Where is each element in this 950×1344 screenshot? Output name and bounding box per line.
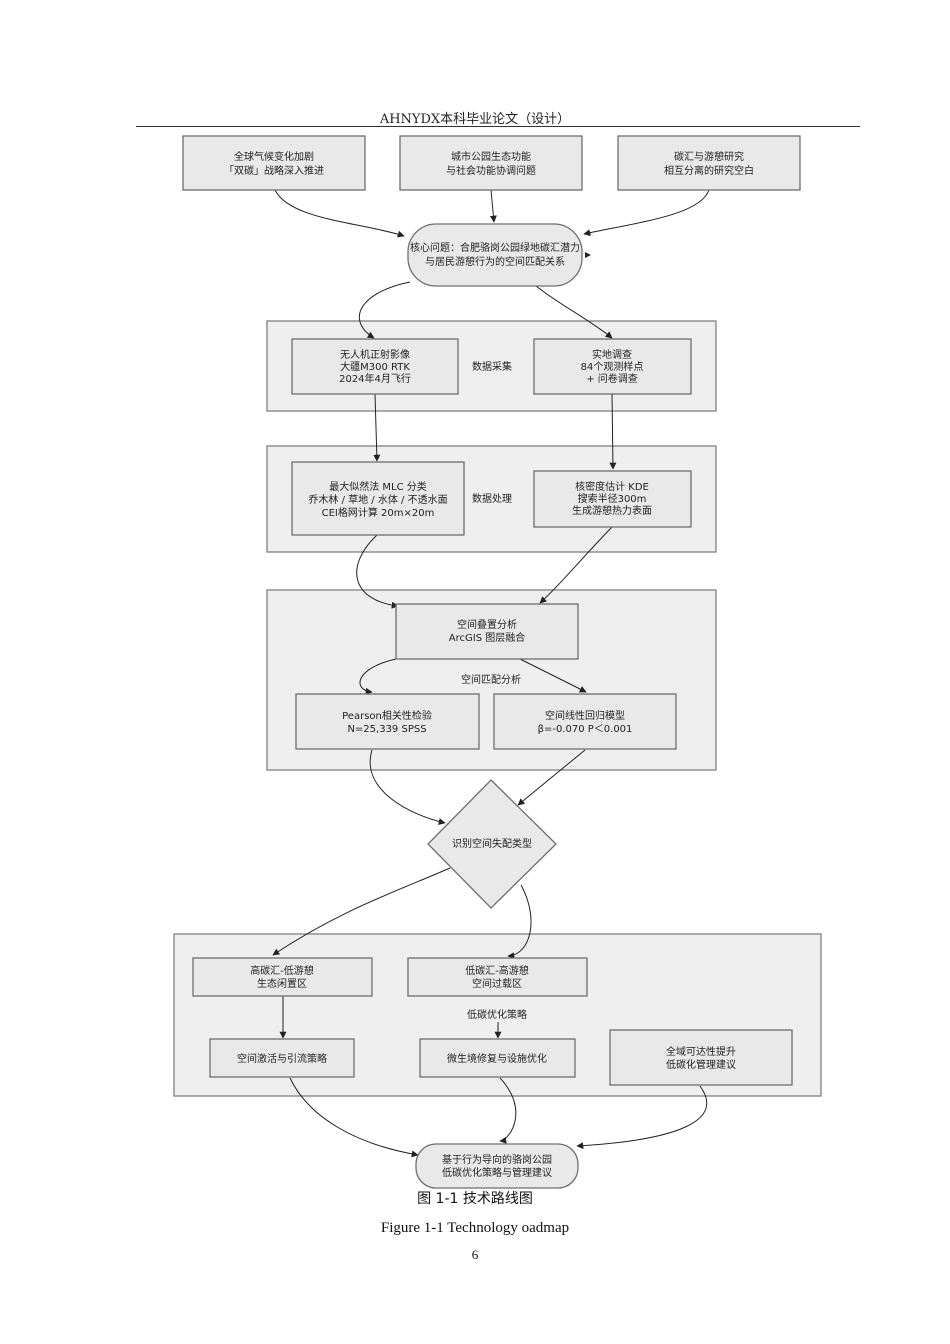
node-overlay-line2: ArcGIS 图层融合	[449, 631, 525, 644]
node-ctx3-line1: 碳汇与游憩研究	[674, 150, 744, 163]
node-global-line2: 低碳化管理建议	[666, 1058, 736, 1071]
node-uav-line2: 大疆M300 RTK	[340, 360, 410, 373]
node-highlow-line1: 高碳汇-低游憩	[250, 964, 314, 977]
node-ctx3-line2: 相互分离的研究空白	[664, 164, 754, 177]
node-uav-line1: 无人机正射影像	[340, 348, 410, 361]
edge-regress-decision	[517, 749, 586, 806]
node-kde	[533, 470, 692, 528]
panel-label-process: 数据处理	[472, 492, 512, 505]
node-ctx2-line2: 与社会功能协调问题	[446, 164, 536, 177]
node-spatial-overlay	[395, 603, 579, 660]
node-survey-line1: 实地调查	[592, 348, 632, 361]
page-number: 6	[471, 1247, 479, 1262]
edge-ctx3-core	[583, 189, 710, 237]
node-space-activation	[209, 1038, 355, 1078]
node-ctx1-line2: 「双碳」战略深入推进	[224, 164, 324, 177]
page-header: AHNYDX本科毕业论文（设计）	[379, 112, 571, 127]
node-core-question	[407, 223, 583, 287]
node-low-carbon-high-recreation	[407, 957, 588, 997]
node-final-line1: 基于行为导向的骆岗公园	[442, 1153, 552, 1166]
node-decision-diamond	[427, 779, 557, 909]
node-core-line2: 与居民游憩行为的空间匹配关系	[425, 255, 565, 268]
node-decision-label: 识别空间失配类型	[452, 837, 532, 850]
node-high-carbon-low-recreation	[192, 957, 373, 997]
node-mlc-classification	[291, 461, 465, 536]
node-mlc-line2: 乔木林 / 草地 / 水体 / 不透水面	[308, 493, 447, 506]
node-pearson-line1: Pearson相关性检验	[342, 709, 432, 722]
edge-pearson-decision	[369, 749, 446, 826]
node-uav-imagery	[291, 338, 459, 395]
edge-ctx1-core	[274, 189, 405, 238]
edge-global-final	[576, 1085, 708, 1150]
edge-kde-overlay	[539, 526, 613, 604]
node-kde-line2: 搜索半径300m	[578, 492, 647, 505]
node-field-survey	[533, 338, 692, 395]
node-ctx3	[617, 135, 801, 191]
edge-activate-final	[289, 1077, 419, 1158]
edge-mlc-overlay	[356, 534, 399, 609]
node-lowhigh-line1: 低碳汇-高游憩	[465, 964, 529, 977]
edge-overlay-regress	[519, 658, 587, 693]
node-ctx1	[182, 135, 366, 191]
edge-core-uav	[358, 281, 411, 339]
edge-decision-highlow	[272, 867, 451, 956]
edge-overlay-pearson	[359, 658, 397, 695]
node-micro-label: 微生境修复与设施优化	[447, 1052, 547, 1065]
node-final-strategy	[415, 1143, 579, 1189]
panel-label-match: 空间匹配分析	[461, 673, 521, 686]
header-rule	[136, 126, 860, 127]
node-kde-line3: 生成游憩热力表面	[572, 504, 652, 517]
node-global-line1: 全域可达性提升	[666, 1045, 736, 1058]
node-regress-line2: β=-0.070 P＜0.001	[538, 724, 633, 735]
node-kde-line1: 核密度估计 KDE	[575, 480, 649, 493]
node-mlc-line3: CEI格网计算 20m×20m	[322, 506, 435, 519]
node-activate-label: 空间激活与引流策略	[237, 1052, 327, 1065]
node-pearson-line2: N=25,339 SPSS	[347, 724, 426, 735]
node-pearson	[295, 693, 480, 750]
panel-label-optimize: 低碳优化策略	[467, 1008, 527, 1021]
node-overlay-line1: 空间叠置分析	[457, 618, 517, 631]
node-final-line2: 低碳优化策略与管理建议	[442, 1166, 552, 1179]
edge-uav-mlc	[373, 393, 381, 462]
core-side-arrowhead	[585, 252, 591, 258]
node-regress-line1: 空间线性回归模型	[545, 709, 625, 722]
edge-micro-final	[499, 1077, 517, 1144]
node-global-accessibility	[609, 1029, 793, 1086]
node-survey-line3: + 问卷调查	[586, 372, 638, 385]
node-lowhigh-line2: 空间过载区	[472, 977, 522, 990]
node-ctx2	[399, 135, 583, 191]
node-highlow-line2: 生态闲置区	[257, 977, 307, 990]
edge-core-survey	[535, 285, 613, 339]
node-ctx2-line1: 城市公园生态功能	[451, 150, 531, 163]
panel-label-collect: 数据采集	[472, 360, 512, 373]
node-core-line1: 核心问题：合肥骆岗公园绿地碳汇潜力	[410, 241, 580, 254]
figure-caption-english: Figure 1-1 Technology oadmap	[380, 1220, 570, 1236]
node-mlc-line1: 最大似然法 MLC 分类	[329, 480, 427, 493]
node-regression	[493, 693, 677, 750]
node-uav-line3: 2024年4月飞行	[339, 372, 411, 385]
edge-survey-kde	[609, 393, 617, 470]
node-microhabitat	[419, 1038, 576, 1078]
figure-caption-chinese: 图 1-1 技术路线图	[417, 1191, 533, 1207]
edge-ctx2-core	[489, 189, 497, 223]
node-ctx1-line1: 全球气候变化加剧	[234, 150, 314, 163]
edges	[272, 189, 710, 1158]
edge-decision-lowhigh	[507, 884, 532, 960]
node-survey-line2: 84个观测样点	[581, 360, 644, 373]
